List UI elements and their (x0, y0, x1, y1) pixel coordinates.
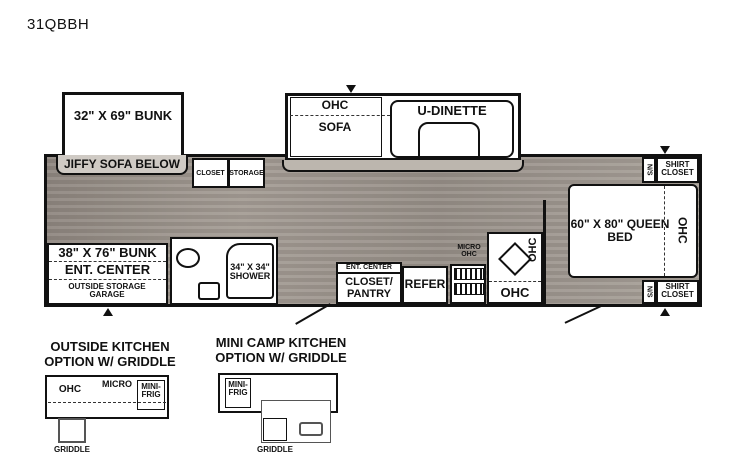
option-title: OUTSIDE KITCHEN OPTION W/ GRIDDLE (44, 339, 176, 369)
ohc-line (489, 281, 541, 282)
closet-pantry-label: CLOSET/ PANTRY (345, 276, 393, 300)
ohc-label: OHC (58, 384, 82, 395)
ohc-line (48, 402, 166, 403)
divider (49, 261, 166, 262)
toilet-icon (176, 248, 200, 268)
ohc-line (290, 115, 390, 116)
window-marker-icon (346, 85, 356, 93)
ns-top-label: N/S (645, 163, 653, 176)
entry-door (564, 304, 604, 324)
shirt-closet-bottom-label: SHIRT CLOSET (661, 282, 694, 300)
storage-label: STORAGE (229, 170, 264, 177)
nightstand-bottom (642, 280, 656, 304)
storage (228, 158, 265, 188)
sofa (290, 97, 382, 157)
bunk-bottom (47, 243, 168, 305)
shirt-closet-bottom (656, 280, 699, 304)
ent-center-left-label: ENT. CENTER (64, 262, 151, 277)
refer-label: REFER (404, 277, 446, 291)
mini-frig (225, 378, 251, 408)
option-title: MINI CAMP KITCHEN OPTION W/ GRIDDLE (215, 335, 347, 365)
burner-icon (454, 268, 484, 280)
bedroom-wall (543, 200, 546, 304)
ohc-bedroom-label: OHC (675, 216, 690, 244)
u-dinette-label: U-DINETTE (417, 103, 487, 118)
griddle-label: GRIDDLE (257, 445, 293, 454)
griddle-icon (263, 418, 287, 441)
bunk-bottom-label: 38" X 76" BUNK (58, 245, 157, 260)
window-marker-icon (660, 308, 670, 316)
wall-left (44, 154, 47, 307)
queen-bed-label: 60" X 80" QUEEN BED (570, 217, 670, 244)
mini-frig-label: MINI- FRIG (141, 382, 161, 400)
living-slide (285, 93, 521, 161)
model-title: 31QBBH (27, 16, 90, 33)
sink-icon (198, 282, 220, 300)
ohc-kitchen-side-label: OHC (527, 237, 540, 263)
divider (49, 279, 166, 280)
micro-label: MICRO (102, 379, 132, 389)
ns-bottom-label: N/S (645, 285, 653, 298)
mini-frig-label: MINI- FRIG (228, 380, 248, 398)
shirt-closet-top-label: SHIRT CLOSET (661, 160, 694, 178)
ohc-sofa-label: OHC (321, 98, 349, 112)
mini-frig (137, 380, 165, 410)
kitchen-corner (487, 232, 543, 304)
dinette-table (418, 122, 480, 158)
shirt-closet-top (656, 157, 699, 183)
sink-icon (299, 422, 323, 436)
closet-pantry (336, 262, 402, 304)
window-marker-icon (660, 146, 670, 154)
jiffy-sofa (56, 155, 188, 175)
ohc-kitchen-label: OHC (500, 285, 530, 300)
refer (402, 266, 448, 304)
burner-icon (454, 283, 484, 295)
sofa-label: SOFA (318, 120, 352, 134)
griddle-icon (58, 418, 86, 443)
shower (226, 243, 274, 299)
entry-door-marker-icon (103, 308, 113, 316)
wall-bottom (44, 304, 702, 307)
closet-label: CLOSET (196, 170, 225, 177)
wall-right (699, 154, 702, 307)
outside-storage-label: OUTSIDE STORAGE GARAGE (68, 282, 146, 300)
bunk-top-label: 32" X 69" BUNK (73, 108, 173, 123)
nightstand-top (642, 157, 656, 183)
micro-ohc-label: MICRO OHC (457, 244, 481, 259)
ohc-line (664, 186, 665, 276)
bunk-top-slide (62, 92, 184, 162)
griddle-label: GRIDDLE (54, 445, 90, 454)
slide-floor (282, 160, 524, 172)
jiffy-sofa-label: JIFFY SOFA BELOW (63, 157, 180, 171)
shower-label: 34" X 34" SHOWER (229, 262, 271, 282)
queen-bed (568, 184, 698, 278)
ent-center-kitchen-label: ENT. CENTER (336, 264, 402, 275)
